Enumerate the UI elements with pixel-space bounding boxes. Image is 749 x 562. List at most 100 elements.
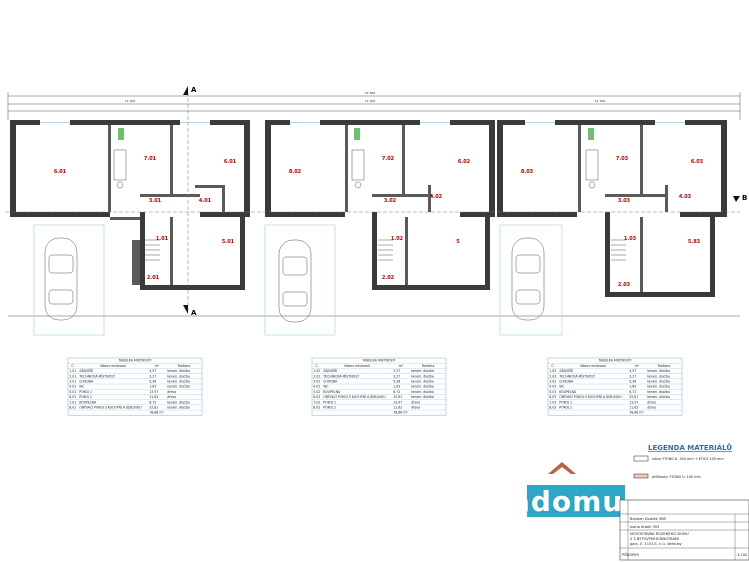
table-cell: 2.03 (549, 374, 556, 378)
room-label: 1.03 (624, 236, 637, 242)
room-label: 2.03 (618, 282, 631, 288)
title-block-row: S 3 BYTOVÝMI JEDNOTKAMI (630, 536, 679, 541)
table-cell: KOUPELNA (559, 390, 577, 394)
room-label: 6.01 (224, 159, 237, 165)
room-label: 7.02 (382, 156, 395, 162)
table-cell: dřevo (647, 406, 656, 410)
table-cell: KOUPELNA (323, 390, 341, 394)
table-cell: 5,38 (149, 380, 156, 384)
table-cell: 11,62 (149, 395, 158, 399)
table-cell: POKOJ 1 (323, 400, 336, 404)
table-cell: 7.01 (69, 400, 76, 404)
table-cell: 2.02 (313, 374, 320, 378)
section-arrow-icon (183, 86, 188, 95)
table-cell: CHODBA (79, 380, 94, 384)
table-header-cell: Podlaha (422, 364, 435, 368)
table-cell: keram. dlažba (167, 374, 190, 378)
table-cell: 8.03 (549, 406, 556, 410)
table-cell: keram. dlažba (167, 369, 190, 373)
table-cell: 32,81 (393, 395, 402, 399)
table-cell: 6.02 (313, 395, 320, 399)
table-cell: 1.03 (549, 369, 556, 373)
section-mark-a: A (191, 86, 197, 94)
table-header-cell: Podlaha (178, 364, 191, 368)
table-cell: 5,38 (393, 380, 400, 384)
table-cell: 3.03 (549, 380, 556, 384)
table-cell: POKOJ 2 (79, 395, 92, 399)
table-header-cell: Název místnosti (100, 364, 126, 368)
section-line: A A B (5, 86, 747, 317)
table-cell: dřevo (647, 400, 656, 404)
title-block-scale: 1:100 (737, 553, 748, 557)
table-header-cell: Č. (315, 363, 318, 368)
room-label: 1.01 (156, 236, 169, 242)
title-block-row: NOVOSTAVBA ROZENÉHO DOMU (630, 531, 689, 536)
table-cell: 4.01 (69, 385, 76, 389)
table-cell: 3,57 (393, 369, 400, 373)
room-label: 4.02 (430, 194, 443, 200)
dimension-chains: 37 300 12 100 12 100 12 100 (7, 91, 741, 317)
table-cell: keram. dlažba (647, 395, 670, 399)
table-header-cell: m² (155, 364, 160, 368)
table-cell: 1,63 (393, 385, 400, 389)
table-cell: keram. dlažba (411, 385, 434, 389)
table-frame (67, 357, 203, 416)
table-cell: keram. dlažba (167, 406, 190, 410)
table-cell: keram. dlažba (167, 380, 190, 384)
table-header-cell: m² (635, 364, 640, 368)
table-cell: 1.01 (69, 369, 76, 373)
table-cell: 7.02 (313, 400, 320, 404)
table-header-cell: Název místnosti (580, 364, 606, 368)
top-dim-2: 12 100 (365, 99, 376, 103)
table-cell: 1.02 (313, 369, 320, 373)
room-label: 5.01 (222, 239, 235, 245)
table-cell: 2.01 (69, 374, 76, 378)
table-cell: 5,38 (629, 380, 636, 384)
table-cell: 13,97 (149, 390, 158, 394)
table-cell: 3.01 (69, 380, 76, 384)
room-label: 8.03 (521, 169, 534, 175)
table-cell: 13,97 (629, 400, 638, 404)
table-frame (547, 357, 683, 416)
table-cell: 3,27 (149, 374, 156, 378)
table-cell: POKOJ 2 (323, 406, 336, 410)
table-header-cell: m² (399, 364, 404, 368)
table-cell: POKOJ 1 (79, 390, 92, 394)
table-cell: WC (323, 385, 329, 389)
table-header-cell: Název místnosti (344, 364, 370, 368)
table-title: TABULKA MISTNOSTI (598, 359, 632, 363)
title-block-row: Bohdan Dvořák 398 (630, 517, 666, 521)
table-header-cell: Č. (551, 363, 554, 368)
car-icon (511, 237, 545, 321)
table-cell: 1,63 (149, 385, 156, 389)
table-cell: 6.03 (549, 395, 556, 399)
table-cell: 6,72 (629, 390, 636, 394)
table-cell: TECHNICKÁ MÍSTNOST (558, 373, 595, 378)
table-cell: 5.01 (69, 390, 76, 394)
legend: LEGENDA MATERIÁLŮ zdivo YTONG tl. 300 mm… (633, 443, 732, 479)
table-cell: 11,62 (393, 406, 402, 410)
table-cell: keram. dlažba (411, 390, 434, 394)
table-cell: 13,97 (393, 400, 402, 404)
room-label: 2.01 (147, 275, 160, 281)
table-cell: WC (559, 385, 565, 389)
table-cell: OBÝVACÍ POKOJ S KUCHYNÍ A JÍDELNOU (79, 405, 142, 410)
room-label: 6.02 (458, 159, 471, 165)
table-cell: ZÁDVEŘÍ (323, 368, 337, 373)
room-label: 7.01 (144, 156, 157, 162)
car-icon (44, 237, 78, 321)
room-label: 1.02 (391, 236, 404, 242)
table-cell: 8.01 (69, 406, 76, 410)
table-cell: 32,81 (629, 395, 638, 399)
legend-item-2: příčkovky YTONG tl. 100 mm (652, 475, 702, 479)
table-cell: keram. dlažba (167, 400, 190, 404)
table-cell: 6.01 (69, 395, 76, 399)
table-cell: OBÝVACÍ POKOJ S KUCHYNÍ A JÍDELNOU (559, 394, 622, 399)
overall-dimension: 37 300 (365, 91, 376, 95)
table-cell: KOUPELNA (79, 400, 97, 404)
table-cell: 3,57 (629, 369, 636, 373)
table-cell: 6,72 (149, 400, 156, 404)
room-label: 6.03 (691, 159, 704, 165)
